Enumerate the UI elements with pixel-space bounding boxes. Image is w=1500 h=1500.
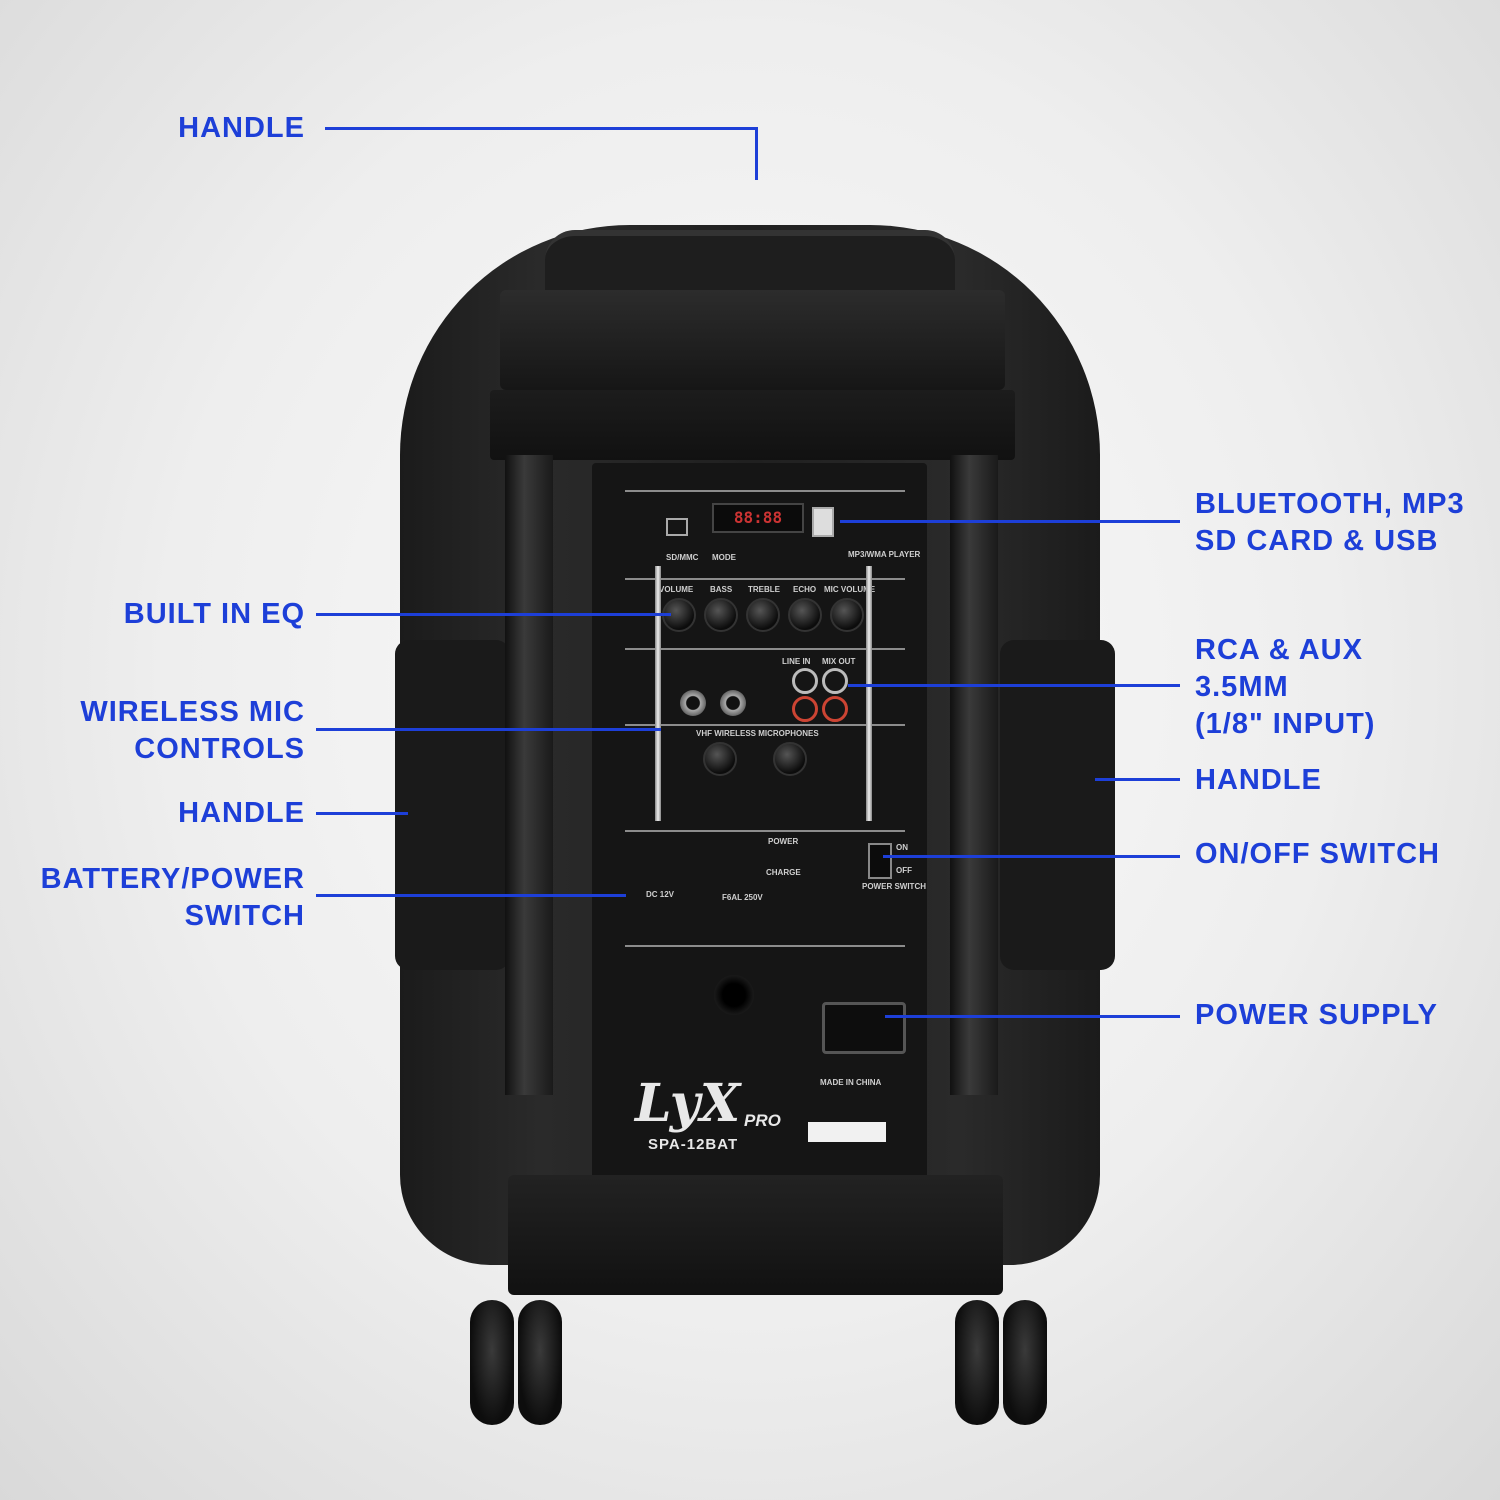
bass-knob	[704, 598, 738, 632]
mic-jack-2	[720, 690, 746, 716]
callout-wireless-mic: WIRELESS MIC CONTROLS	[40, 694, 305, 768]
callout-rca-line1: RCA & AUX	[1195, 634, 1363, 666]
left-side-handle	[395, 640, 510, 970]
callout-rca-line2: 3.5MM	[1195, 671, 1289, 703]
right-trolley-rail	[950, 455, 998, 1095]
eq-label-volume: VOLUME	[659, 585, 694, 594]
brand-logo-sub: PRO	[744, 1111, 781, 1130]
wheel	[518, 1300, 562, 1425]
panel-divider	[625, 830, 905, 832]
power-led-label: POWER	[768, 837, 799, 846]
usb-port	[812, 507, 834, 537]
callout-right-handle: HANDLE	[1195, 764, 1322, 796]
sd-mmc-label: SD/MMC	[666, 553, 699, 562]
panel-divider	[625, 578, 905, 580]
leader-line-top-handle	[325, 127, 757, 130]
line-in-label: LINE IN	[782, 657, 811, 666]
rca-line-in-right	[792, 696, 818, 722]
left-trolley-rail	[505, 455, 553, 1095]
panel-divider	[625, 648, 905, 650]
rca-mix-out-left	[822, 668, 848, 694]
player-display: 88:88	[712, 503, 804, 533]
callout-bluetooth-line1: BLUETOOTH, MP3	[1195, 488, 1465, 520]
eq-label-bass: BASS	[710, 585, 733, 594]
antenna-a	[655, 566, 661, 821]
leader-line-on-off	[883, 855, 1180, 858]
callout-battery-line2: SWITCH	[184, 900, 305, 932]
mix-out-label: MIX OUT	[822, 657, 856, 666]
leader-line-wireless	[316, 728, 661, 731]
leader-line-power-supply	[885, 1015, 1180, 1018]
panel-divider	[625, 724, 905, 726]
model-number: SPA-12BAT	[648, 1136, 739, 1153]
mp3-player-label: MP3/WMA PLAYER	[848, 550, 921, 559]
wheel-base	[508, 1175, 1003, 1295]
eq-label-echo: ECHO	[793, 585, 817, 594]
off-label: OFF	[896, 866, 912, 875]
trolley-handle	[500, 290, 1005, 390]
fuse-label: F6AL 250V	[722, 893, 763, 902]
leader-line-left-handle	[316, 812, 408, 815]
callout-battery-power: BATTERY/POWER SWITCH	[10, 861, 305, 935]
made-in-label: MADE IN CHINA	[820, 1078, 882, 1087]
wheel	[955, 1300, 999, 1425]
brand-logo: LyX	[635, 1073, 741, 1134]
right-side-handle	[1000, 640, 1115, 970]
eq-label-treble: TREBLE	[748, 585, 780, 594]
rca-mix-out-right	[822, 696, 848, 722]
vhf-label: VHF WIRELESS MICROPHONES	[696, 729, 819, 738]
leader-line-rca	[848, 684, 1180, 687]
wheel	[1003, 1300, 1047, 1425]
charge-led-label: CHARGE	[766, 868, 801, 877]
callout-built-in-eq: BUILT IN EQ	[123, 598, 305, 630]
panel-divider	[625, 945, 905, 947]
callout-wireless-mic-line1: WIRELESS MIC	[80, 696, 305, 728]
mic-b-volume-knob	[773, 742, 807, 776]
panel-divider	[625, 490, 905, 492]
callout-bluetooth-line2: SD CARD & USB	[1195, 525, 1439, 557]
treble-knob	[746, 598, 780, 632]
dc-label: DC 12V	[646, 890, 675, 899]
mode-label: MODE	[712, 553, 736, 562]
eq-label-mic-volume: MIC VOLUME	[824, 585, 876, 594]
wheel	[470, 1300, 514, 1425]
trolley-crossbar	[490, 390, 1015, 460]
power-rocker-switch	[868, 843, 892, 879]
callout-bluetooth: BLUETOOTH, MP3 SD CARD & USB	[1195, 486, 1490, 560]
barcode-sticker	[808, 1122, 886, 1142]
leader-line-right-handle	[1095, 778, 1180, 781]
callout-on-off-switch: ON/OFF SWITCH	[1195, 838, 1440, 870]
leader-line-top-handle-drop	[755, 127, 758, 180]
leader-line-bluetooth	[840, 520, 1180, 523]
rca-line-in-left	[792, 668, 818, 694]
echo-knob	[788, 598, 822, 632]
callout-left-handle: HANDLE	[178, 797, 305, 829]
on-label: ON	[896, 843, 908, 852]
power-switch-label: POWER SWITCH	[862, 882, 926, 891]
callout-wireless-mic-line2: CONTROLS	[134, 733, 305, 765]
ac-power-inlet	[822, 1002, 906, 1054]
callout-top-handle: HANDLE	[178, 112, 305, 144]
callout-rca-aux: RCA & AUX 3.5MM (1/8" INPUT)	[1195, 632, 1490, 743]
callout-power-supply: POWER SUPPLY	[1195, 999, 1438, 1031]
sd-card-slot	[666, 518, 688, 536]
callout-rca-line3: (1/8" INPUT)	[1195, 708, 1376, 740]
mic-volume-knob	[830, 598, 864, 632]
leader-line-battery	[316, 894, 626, 897]
mic-jack-1	[680, 690, 706, 716]
mic-a-volume-knob	[703, 742, 737, 776]
leader-line-eq	[316, 613, 671, 616]
antenna-b	[866, 566, 872, 821]
callout-battery-line1: BATTERY/POWER	[40, 863, 305, 895]
bass-port	[714, 975, 754, 1015]
